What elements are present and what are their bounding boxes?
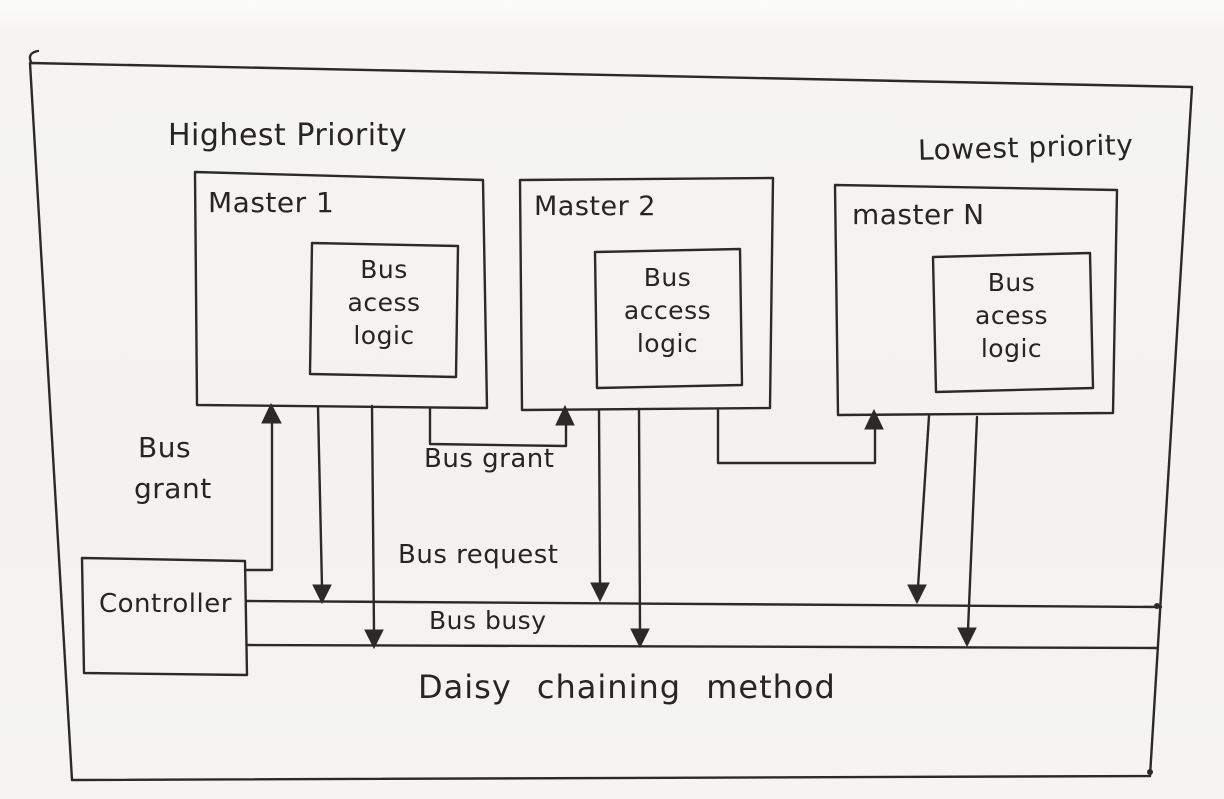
master2-box [518,176,775,412]
arrow-down-masterN-busy [957,627,977,648]
master2-logic-line1: Bus [643,263,692,292]
lowest-priority-label: Lowest priority [917,128,1134,167]
arrow-down-master2-busy [630,628,650,649]
master2-logic-line2: access [623,296,712,325]
master2-bus-busy-drop [637,407,642,633]
diagram-title: Daisy chaining method [418,668,836,706]
master2-title: Master 2 [534,191,656,222]
bus-request-label: Bus request [398,540,559,570]
arrow-up-into-master2 [555,404,575,426]
master1-logic-line1: Bus [360,255,408,284]
master2-bus-access-logic-text: Bus access logic [595,261,740,360]
master2-bus-request-drop [597,408,602,587]
masterN-bus-busy-drop [966,415,979,632]
masterN-bus-request-drop [916,414,931,589]
bus-grant-master2-to-masterN-line [716,407,877,465]
masterN-title: master N [852,198,985,231]
master1-bus-busy-drop [370,404,376,634]
controller-box [80,556,249,677]
master1-bus-access-logic-text: Bus acess logic [310,253,458,352]
arrow-down-master1-busy [364,629,384,650]
master1-logic-line2: acess [347,288,421,317]
master1-box [193,170,489,410]
masterN-bus-access-logic-box [931,251,1095,394]
masterN-logic-line3: logic [980,334,1043,363]
bus-grant-left-line2: grant [134,471,212,505]
masterN-logic-line2: acess [975,301,1048,330]
bus-busy-label: Bus busy [429,606,547,635]
arrow-up-into-master1 [261,402,282,424]
bus-grant-left-line1: Bus [138,431,192,464]
bus-grant-left-label: Bus grant [134,428,212,509]
masterN-bus-access-logic-text: Bus acess logic [933,266,1090,365]
controller-title: Controller [99,589,232,619]
master2-bus-access-logic-box [593,247,744,390]
masterN-box [833,183,1119,417]
bus-grant-chain-label: Bus grant [424,444,555,474]
bus-request-line-end-dot [1154,603,1160,609]
arrow-down-master2-request [590,582,610,603]
outer-border [28,61,1194,782]
bus-grant-master1-to-master2-line [428,406,568,448]
masterN-logic-line1: Bus [987,268,1036,297]
master1-bus-access-logic-box [308,241,460,379]
arrow-down-master1-request [312,584,332,605]
master1-logic-line3: logic [353,321,415,350]
border-corner-dot [1147,769,1153,775]
bus-request-line [245,599,1163,609]
master1-title: Master 1 [208,186,335,219]
master2-logic-line3: logic [636,329,699,358]
master1-bus-request-drop [316,405,324,589]
arrow-up-into-masterN [864,408,884,430]
highest-priority-label: Highest Priority [168,118,408,153]
outer-border-pen-curl [28,49,40,64]
bus-grant-controller-to-master1-line [243,418,274,572]
bus-busy-line [245,643,1160,650]
arrow-down-masterN-request [907,584,927,605]
